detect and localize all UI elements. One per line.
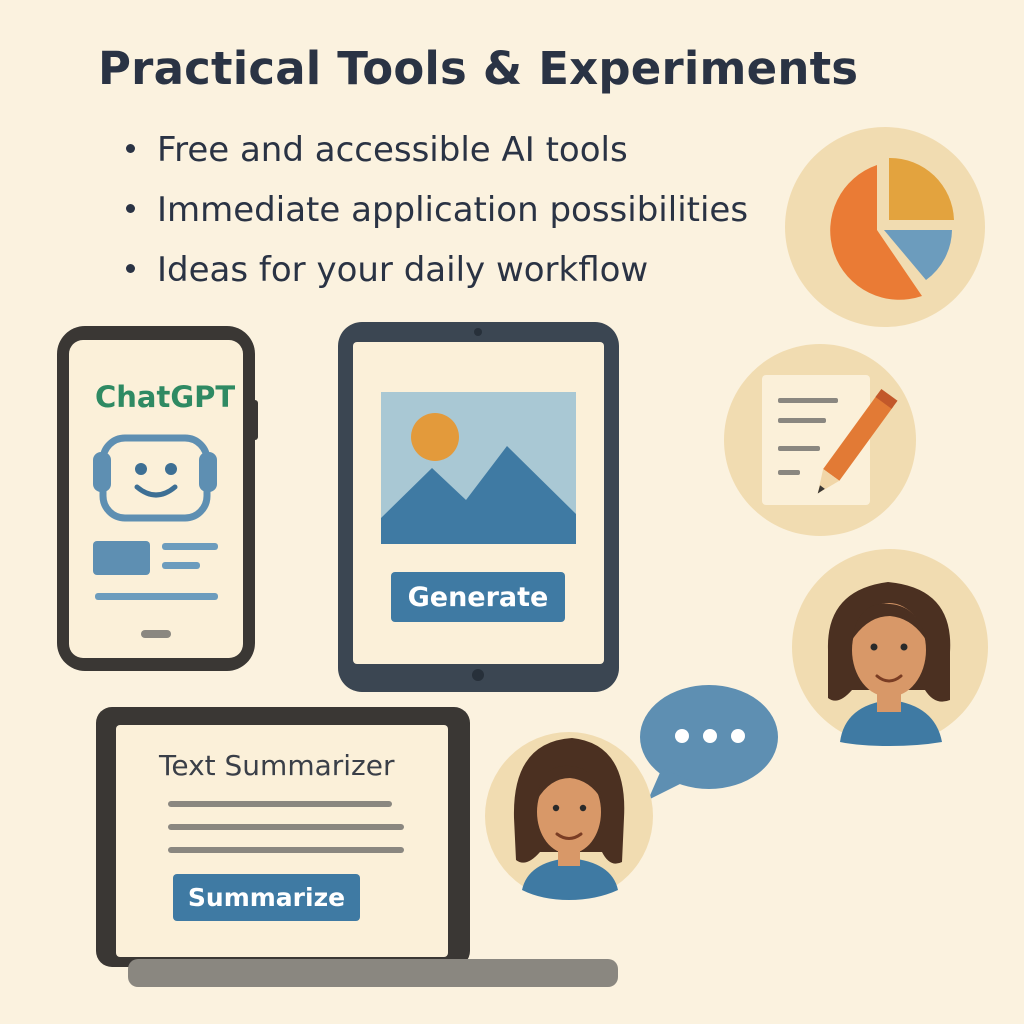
person-avatar-icon <box>792 549 988 746</box>
phone-app-title: ChatGPT <box>95 380 236 414</box>
generate-button[interactable]: Generate <box>391 572 565 622</box>
bullet-item: Ideas for your daily workflow <box>126 240 748 300</box>
bullet-list: Free and accessible AI tools Immediate a… <box>126 120 748 300</box>
bullet-dot <box>126 264 135 273</box>
bullet-dot <box>126 144 135 153</box>
phone-device <box>57 326 258 671</box>
summarize-button[interactable]: Summarize <box>173 874 360 921</box>
person-avatar-icon <box>485 732 653 900</box>
bullet-dot <box>126 204 135 213</box>
robot-face-icon <box>93 434 217 522</box>
bullet-item: Free and accessible AI tools <box>126 120 748 180</box>
image-placeholder <box>93 541 150 575</box>
tablet-device <box>338 322 619 692</box>
laptop-app-title: Text Summarizer <box>159 749 395 782</box>
speech-bubble-icon <box>640 685 778 800</box>
landscape-image-icon <box>381 392 576 544</box>
home-indicator <box>141 630 171 638</box>
bullet-item: Immediate application possibilities <box>126 180 748 240</box>
page-title: Practical Tools & Experiments <box>98 42 859 95</box>
document-pencil-icon <box>724 344 916 536</box>
pie-chart-icon <box>785 127 985 327</box>
